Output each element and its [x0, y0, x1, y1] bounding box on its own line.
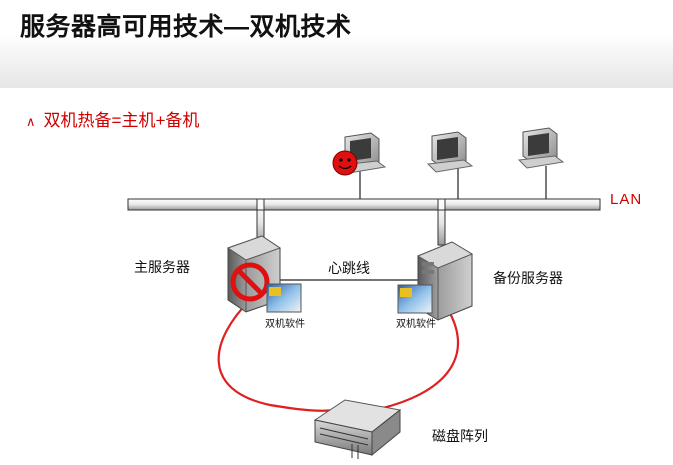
computer-icon	[517, 127, 565, 169]
backup-server-label: 备份服务器	[493, 270, 563, 286]
bullet-marker: ∧	[26, 114, 36, 129]
primary-cable	[217, 299, 336, 412]
computer-icon	[426, 131, 474, 173]
smiley-icon	[332, 150, 358, 176]
title-bar	[0, 0, 673, 88]
lan-label: LAN	[610, 191, 643, 208]
heartbeat-label: 心跳线	[328, 260, 370, 276]
primary-server-label: 主服务器	[134, 259, 190, 275]
bullet-text: 双机热备=主机+备机	[43, 111, 200, 130]
disk-array-label: 磁盘阵列	[432, 428, 488, 444]
backup-cable	[364, 304, 460, 414]
page-title: 服务器高可用技术—双机技术	[20, 13, 352, 41]
backup-software-label: 双机软件	[396, 319, 436, 330]
bullet-point: ∧ 双机热备=主机+备机	[26, 106, 199, 131]
backup-drop	[437, 198, 446, 246]
software-box-icon	[397, 284, 433, 314]
software-box-icon	[266, 283, 302, 313]
prohibited-icon	[230, 262, 270, 302]
primary-software-label: 双机软件	[265, 319, 305, 330]
disk-array-icon	[313, 399, 402, 459]
workstation-drops	[359, 166, 547, 199]
lan-bus	[127, 198, 601, 211]
